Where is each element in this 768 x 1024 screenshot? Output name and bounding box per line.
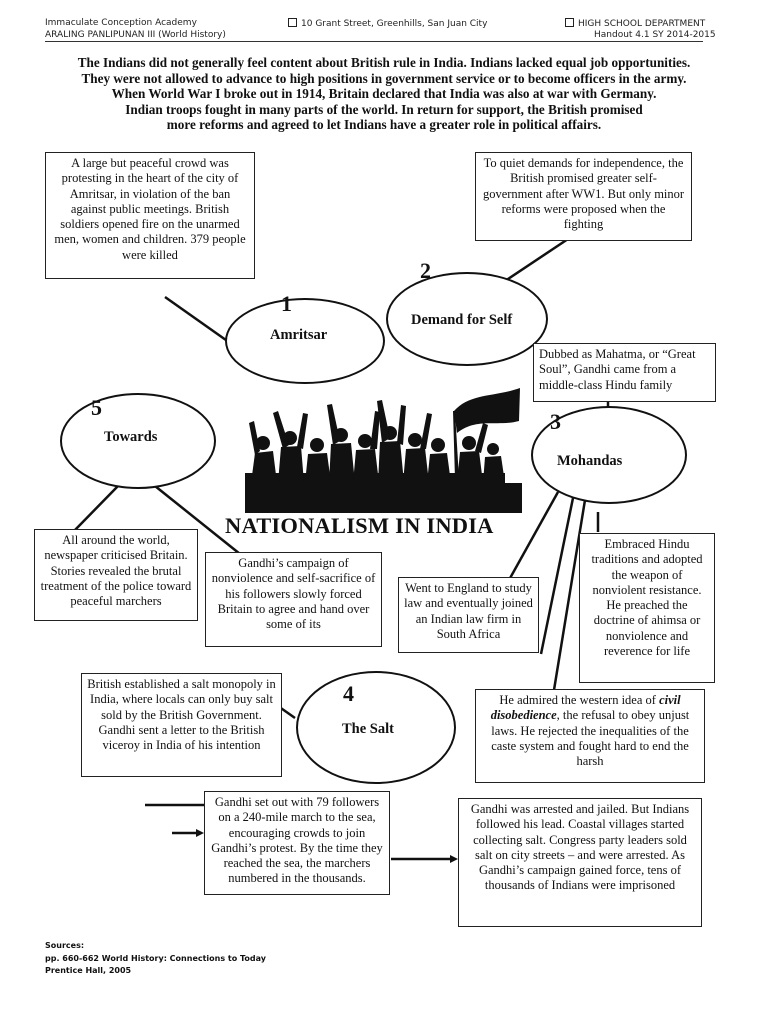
mahatma-box: Dubbed as Mahatma, or “Great Soul”, Gand… [533,343,716,402]
arrow-head-icon [450,855,458,863]
england-box: Went to England to study law and eventua… [398,577,539,653]
node-number: 2 [420,258,431,284]
salt-label: The Salt [342,721,394,738]
newspaper-box: All around the world, newspaper criticis… [34,529,198,621]
towards-label: Towards [104,429,157,446]
salt-monopoly-box: British established a salt monopoly in I… [81,673,282,777]
connector-line [541,498,573,654]
salt-march-box: Gandhi set out with 79 followers on a 24… [204,791,390,895]
source-reference: pp. 660-662 World History: Connections t… [45,953,266,966]
amritsar-box: A large but peaceful crowd was protestin… [45,152,255,279]
nonviolence-box: Gandhi’s campaign of nonviolence and sel… [205,552,382,647]
page-title: NATIONALISM IN INDIA [225,513,494,539]
hindu-traditions-box: Embraced Hindu traditions and adopted th… [579,533,715,683]
node-number: 3 [550,409,561,435]
sources: Sources: pp. 660-662 World History: Conn… [45,940,266,978]
node-number: 1 [281,291,292,317]
node-number: 4 [343,681,354,707]
amritsar-label: Amritsar [270,327,327,344]
arrow-head-icon [196,829,204,837]
civil-disobedience-box: He admired the western idea of civil dis… [475,689,705,783]
mohandas-label: Mohandas [557,453,622,470]
connector-line [75,486,118,530]
self-government-box: To quiet demands for independence, the B… [475,152,692,241]
arrested-box: Gandhi was arrested and jailed. But Indi… [458,798,702,927]
demand-label: Demand for Self [411,312,512,329]
crowd-silhouette-icon [245,383,522,513]
connector-line [165,297,233,345]
node-number: 5 [91,395,102,421]
source-reference: Prentice Hall, 2005 [45,965,266,978]
civil-text: He admired the western idea of [499,693,659,707]
sources-label: Sources: [45,940,266,953]
